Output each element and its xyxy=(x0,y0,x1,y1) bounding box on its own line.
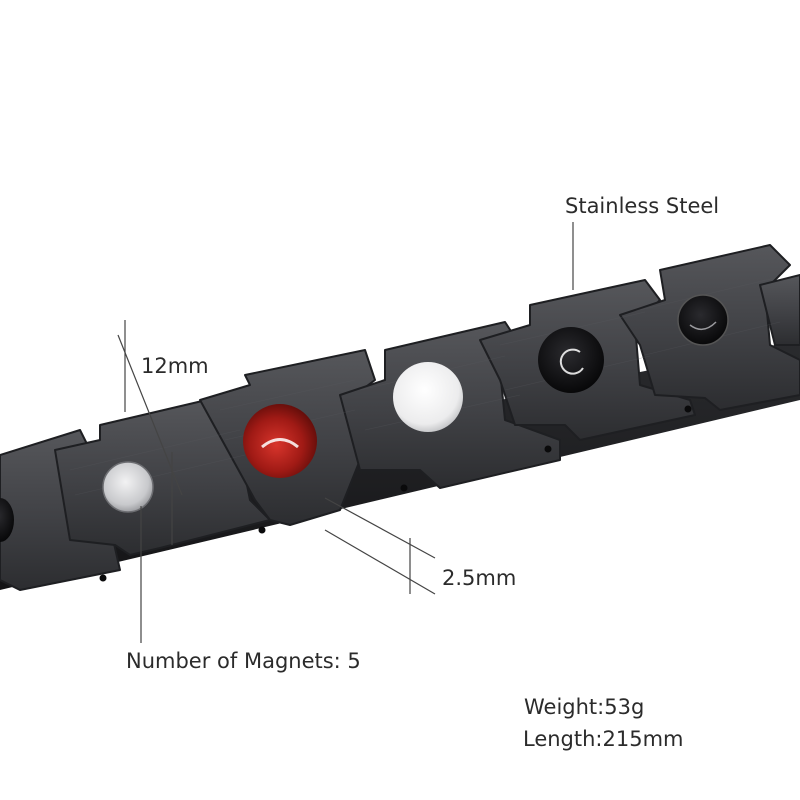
label-number-of-magnets: Number of Magnets: 5 xyxy=(126,649,361,673)
label-weight: Weight:53g xyxy=(524,695,645,719)
label-width-12mm: 12mm xyxy=(141,354,209,378)
magnet-black-center xyxy=(538,327,604,393)
magnet-silver xyxy=(102,461,154,513)
link-7 xyxy=(759,274,800,346)
dimension-12mm-diagonal xyxy=(117,334,183,496)
magnet-black-center-highlight xyxy=(559,348,584,375)
magnet-black-right-highlight xyxy=(689,321,717,331)
magnet-black-partial xyxy=(0,498,14,542)
magnet-black-right xyxy=(677,294,729,346)
annotation-lines xyxy=(117,222,574,643)
pin-holes xyxy=(99,405,692,582)
dimension-2.5mm-upper xyxy=(324,497,436,559)
magnet-white xyxy=(393,362,463,432)
magnet-red-highlight xyxy=(261,438,299,449)
label-length: Length:215mm xyxy=(523,727,684,751)
dimension-2.5mm-lower xyxy=(324,529,436,595)
magnets xyxy=(0,294,729,542)
label-thickness-2.5mm: 2.5mm xyxy=(442,566,517,590)
link-2 xyxy=(54,397,271,556)
label-stainless-steel: Stainless Steel xyxy=(565,194,720,218)
